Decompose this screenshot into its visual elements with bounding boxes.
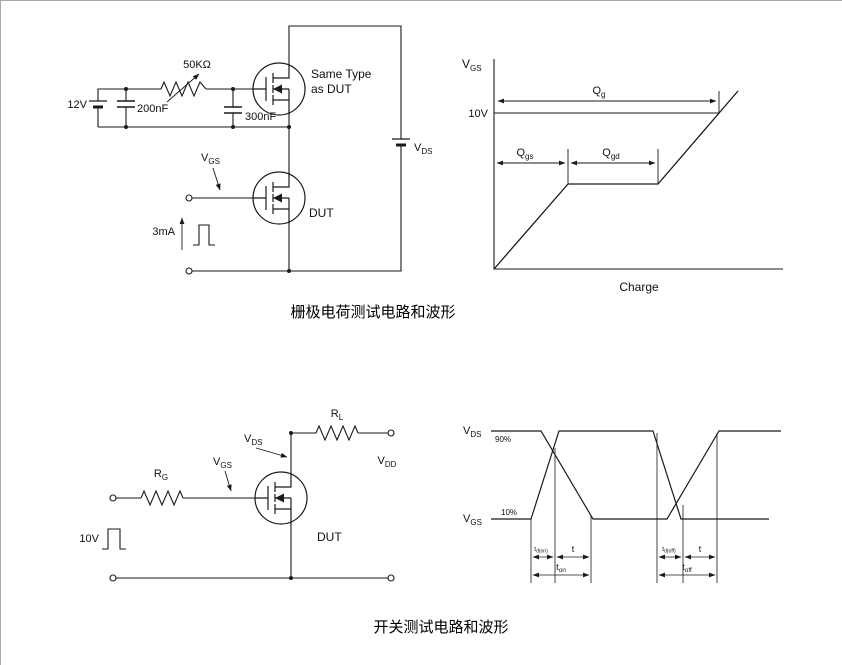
gate-charge-waveform: VGS 10V Qg Qgs Qgd Charge	[462, 57, 783, 294]
td-off-label: td(off)	[662, 546, 676, 555]
potentiometer-icon	[160, 80, 207, 98]
same-type-label-line1: Same Type	[311, 67, 372, 81]
vds-trace	[491, 430, 781, 520]
vdd-label: VDD	[378, 455, 397, 469]
vgs-label: VGS	[201, 152, 220, 166]
terminal	[387, 574, 395, 582]
p10-label: 10%	[501, 508, 517, 517]
pulse-glyph-icon	[193, 224, 215, 246]
rl-resistor-icon	[315, 424, 359, 442]
terminal	[185, 194, 193, 202]
switching-waveform: VDS 90% VGS 10% td(on) t ton td(off) t t…	[463, 425, 781, 583]
td-on-label: td(on)	[534, 546, 548, 555]
gate-current-label: 3mA	[152, 226, 175, 238]
t-fall-label: t	[699, 544, 702, 554]
pulse-label: 10V	[79, 533, 99, 545]
bulk-cap-label: 200nF	[137, 103, 168, 115]
vgs-label: VGS	[213, 456, 232, 470]
level-10v-label: 10V	[468, 108, 488, 120]
gate-charge-caption: 栅极电荷测试电路和波形	[290, 304, 455, 321]
qgd-label: Qgd	[602, 147, 619, 161]
pot-label: 50KΩ	[183, 59, 211, 71]
mosfet-dut-icon	[252, 171, 306, 225]
supply-label: 12V	[67, 99, 87, 111]
t-on-label: ton	[556, 562, 566, 574]
dut-label: DUT	[309, 206, 334, 220]
junction-dots	[124, 87, 291, 273]
gate-cap-label: 300nF	[245, 111, 276, 123]
vgs-pointer-arrow-icon	[224, 470, 232, 492]
potentiometer-wiper-arrow-icon	[166, 73, 200, 103]
mosfet-dut-switching-icon	[254, 471, 308, 525]
vgs-charge-curve	[493, 90, 739, 270]
switching-caption: 开关测试电路和波形	[373, 619, 508, 636]
terminal	[387, 429, 395, 437]
qg-label: Qg	[592, 85, 605, 99]
terminal	[185, 267, 193, 275]
vds-label: VDS	[414, 142, 432, 156]
pulse-glyph-icon	[102, 528, 126, 550]
vgs-trace	[491, 430, 769, 520]
circuit-wires	[97, 25, 402, 272]
y-axis-label: VGS	[462, 57, 482, 73]
vgs-label: VGS	[463, 513, 482, 527]
timing-guide-lines	[530, 433, 718, 583]
t-off-label: toff	[682, 562, 692, 574]
rg-resistor-icon	[140, 489, 184, 507]
guide-lines	[567, 91, 720, 184]
terminal	[109, 574, 117, 582]
mosfet-same-type-icon	[252, 62, 306, 116]
vds-pointer-arrow-icon	[255, 447, 288, 458]
circuit-wires	[116, 432, 388, 579]
x-axis-label: Charge	[619, 280, 659, 294]
waveform-axes	[493, 59, 783, 270]
t-rise-label: t	[572, 544, 575, 554]
p90-label: 90%	[495, 435, 511, 444]
rl-label: RL	[331, 408, 344, 422]
vds-label: VDS	[244, 433, 262, 447]
rg-label: RG	[154, 468, 168, 482]
same-type-label-line2: as DUT	[311, 82, 352, 96]
capacitor-plates-icon	[117, 100, 242, 114]
qgs-label: Qgs	[516, 147, 533, 161]
vds-label: VDS	[463, 425, 481, 439]
terminal	[109, 494, 117, 502]
vgs-pointer-arrow-icon	[212, 167, 221, 191]
switching-test-circuit: RG VGS 10V VDS RL VDD DUT	[79, 408, 397, 582]
junction-dots	[289, 431, 293, 580]
gate-charge-test-circuit: 12V 200nF 50KΩ 300nF Same Type as DUT VG…	[67, 25, 432, 275]
dut-label: DUT	[317, 530, 342, 544]
